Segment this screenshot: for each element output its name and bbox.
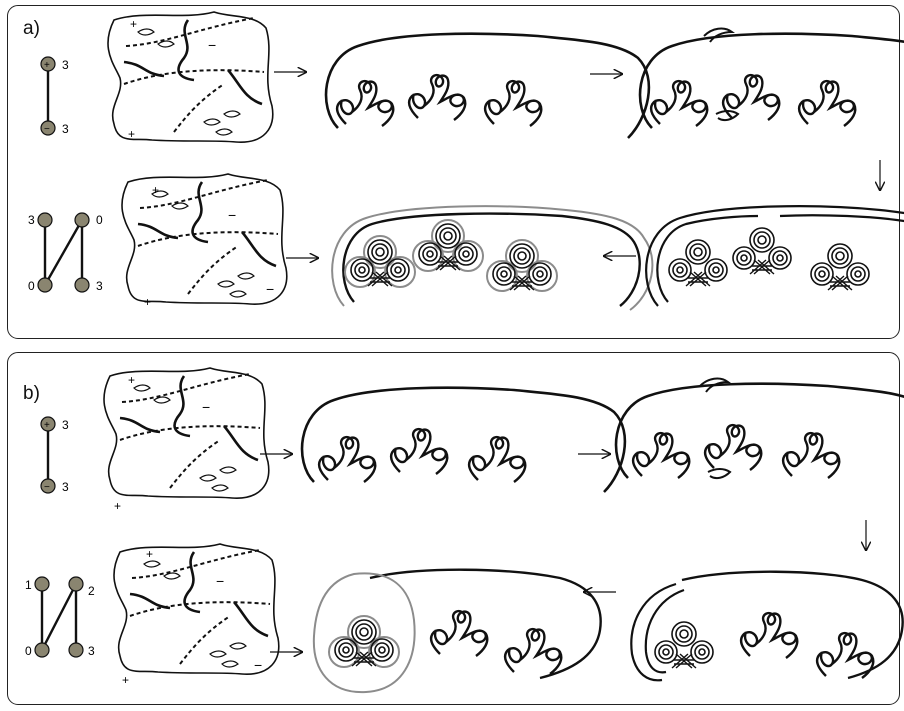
curve-a3 xyxy=(332,206,652,310)
node-label: 3 xyxy=(62,122,69,136)
svg-text:+: + xyxy=(130,17,137,31)
graph-a-bottom: 3 0 0 3 xyxy=(28,213,103,293)
svg-text:+: + xyxy=(144,295,151,309)
svg-text:−: − xyxy=(208,37,216,53)
svg-text:+: + xyxy=(152,183,159,197)
surface-a-bottom: + − + − xyxy=(122,174,287,309)
svg-text:+: + xyxy=(128,373,135,387)
svg-text:+: + xyxy=(128,127,135,141)
svg-text:−: − xyxy=(254,657,262,673)
surface-b-top: + − + xyxy=(104,368,269,513)
node-label: 3 xyxy=(62,58,69,72)
graph-a-top: + − 3 3 xyxy=(41,57,69,136)
node-label: 3 xyxy=(62,480,69,494)
graph-b-bottom: 1 2 0 3 xyxy=(25,577,95,658)
node-label: 0 xyxy=(28,279,35,293)
node-label: 3 xyxy=(28,213,35,227)
svg-text:−: − xyxy=(44,482,50,493)
svg-text:+: + xyxy=(146,547,153,561)
svg-text:−: − xyxy=(266,281,274,297)
curve-b4 xyxy=(631,572,902,681)
node-label: 2 xyxy=(88,584,95,598)
curve-a4 xyxy=(646,206,904,310)
surface-a-top: + − + xyxy=(108,12,273,142)
curve-b3 xyxy=(314,570,601,692)
curve-b2 xyxy=(616,379,904,488)
node-label: 1 xyxy=(25,578,32,592)
node-label: 0 xyxy=(96,213,103,227)
surface-b-bottom: + − + − xyxy=(114,544,279,687)
svg-text:+: + xyxy=(122,673,129,687)
graph-b-top: + − 3 3 xyxy=(41,417,69,494)
svg-text:−: − xyxy=(202,399,210,415)
svg-text:+: + xyxy=(44,420,50,431)
svg-text:−: − xyxy=(216,573,224,589)
node-label: 0 xyxy=(25,644,32,658)
curve-a1 xyxy=(326,34,649,138)
curve-a2 xyxy=(640,29,904,138)
svg-text:−: − xyxy=(228,207,236,223)
node-label: 3 xyxy=(96,279,103,293)
svg-text:−: − xyxy=(44,124,50,135)
node-label: 3 xyxy=(88,644,95,658)
curve-b1 xyxy=(302,388,625,492)
svg-text:+: + xyxy=(44,60,50,71)
svg-text:+: + xyxy=(114,499,121,513)
node-label: 3 xyxy=(62,418,69,432)
